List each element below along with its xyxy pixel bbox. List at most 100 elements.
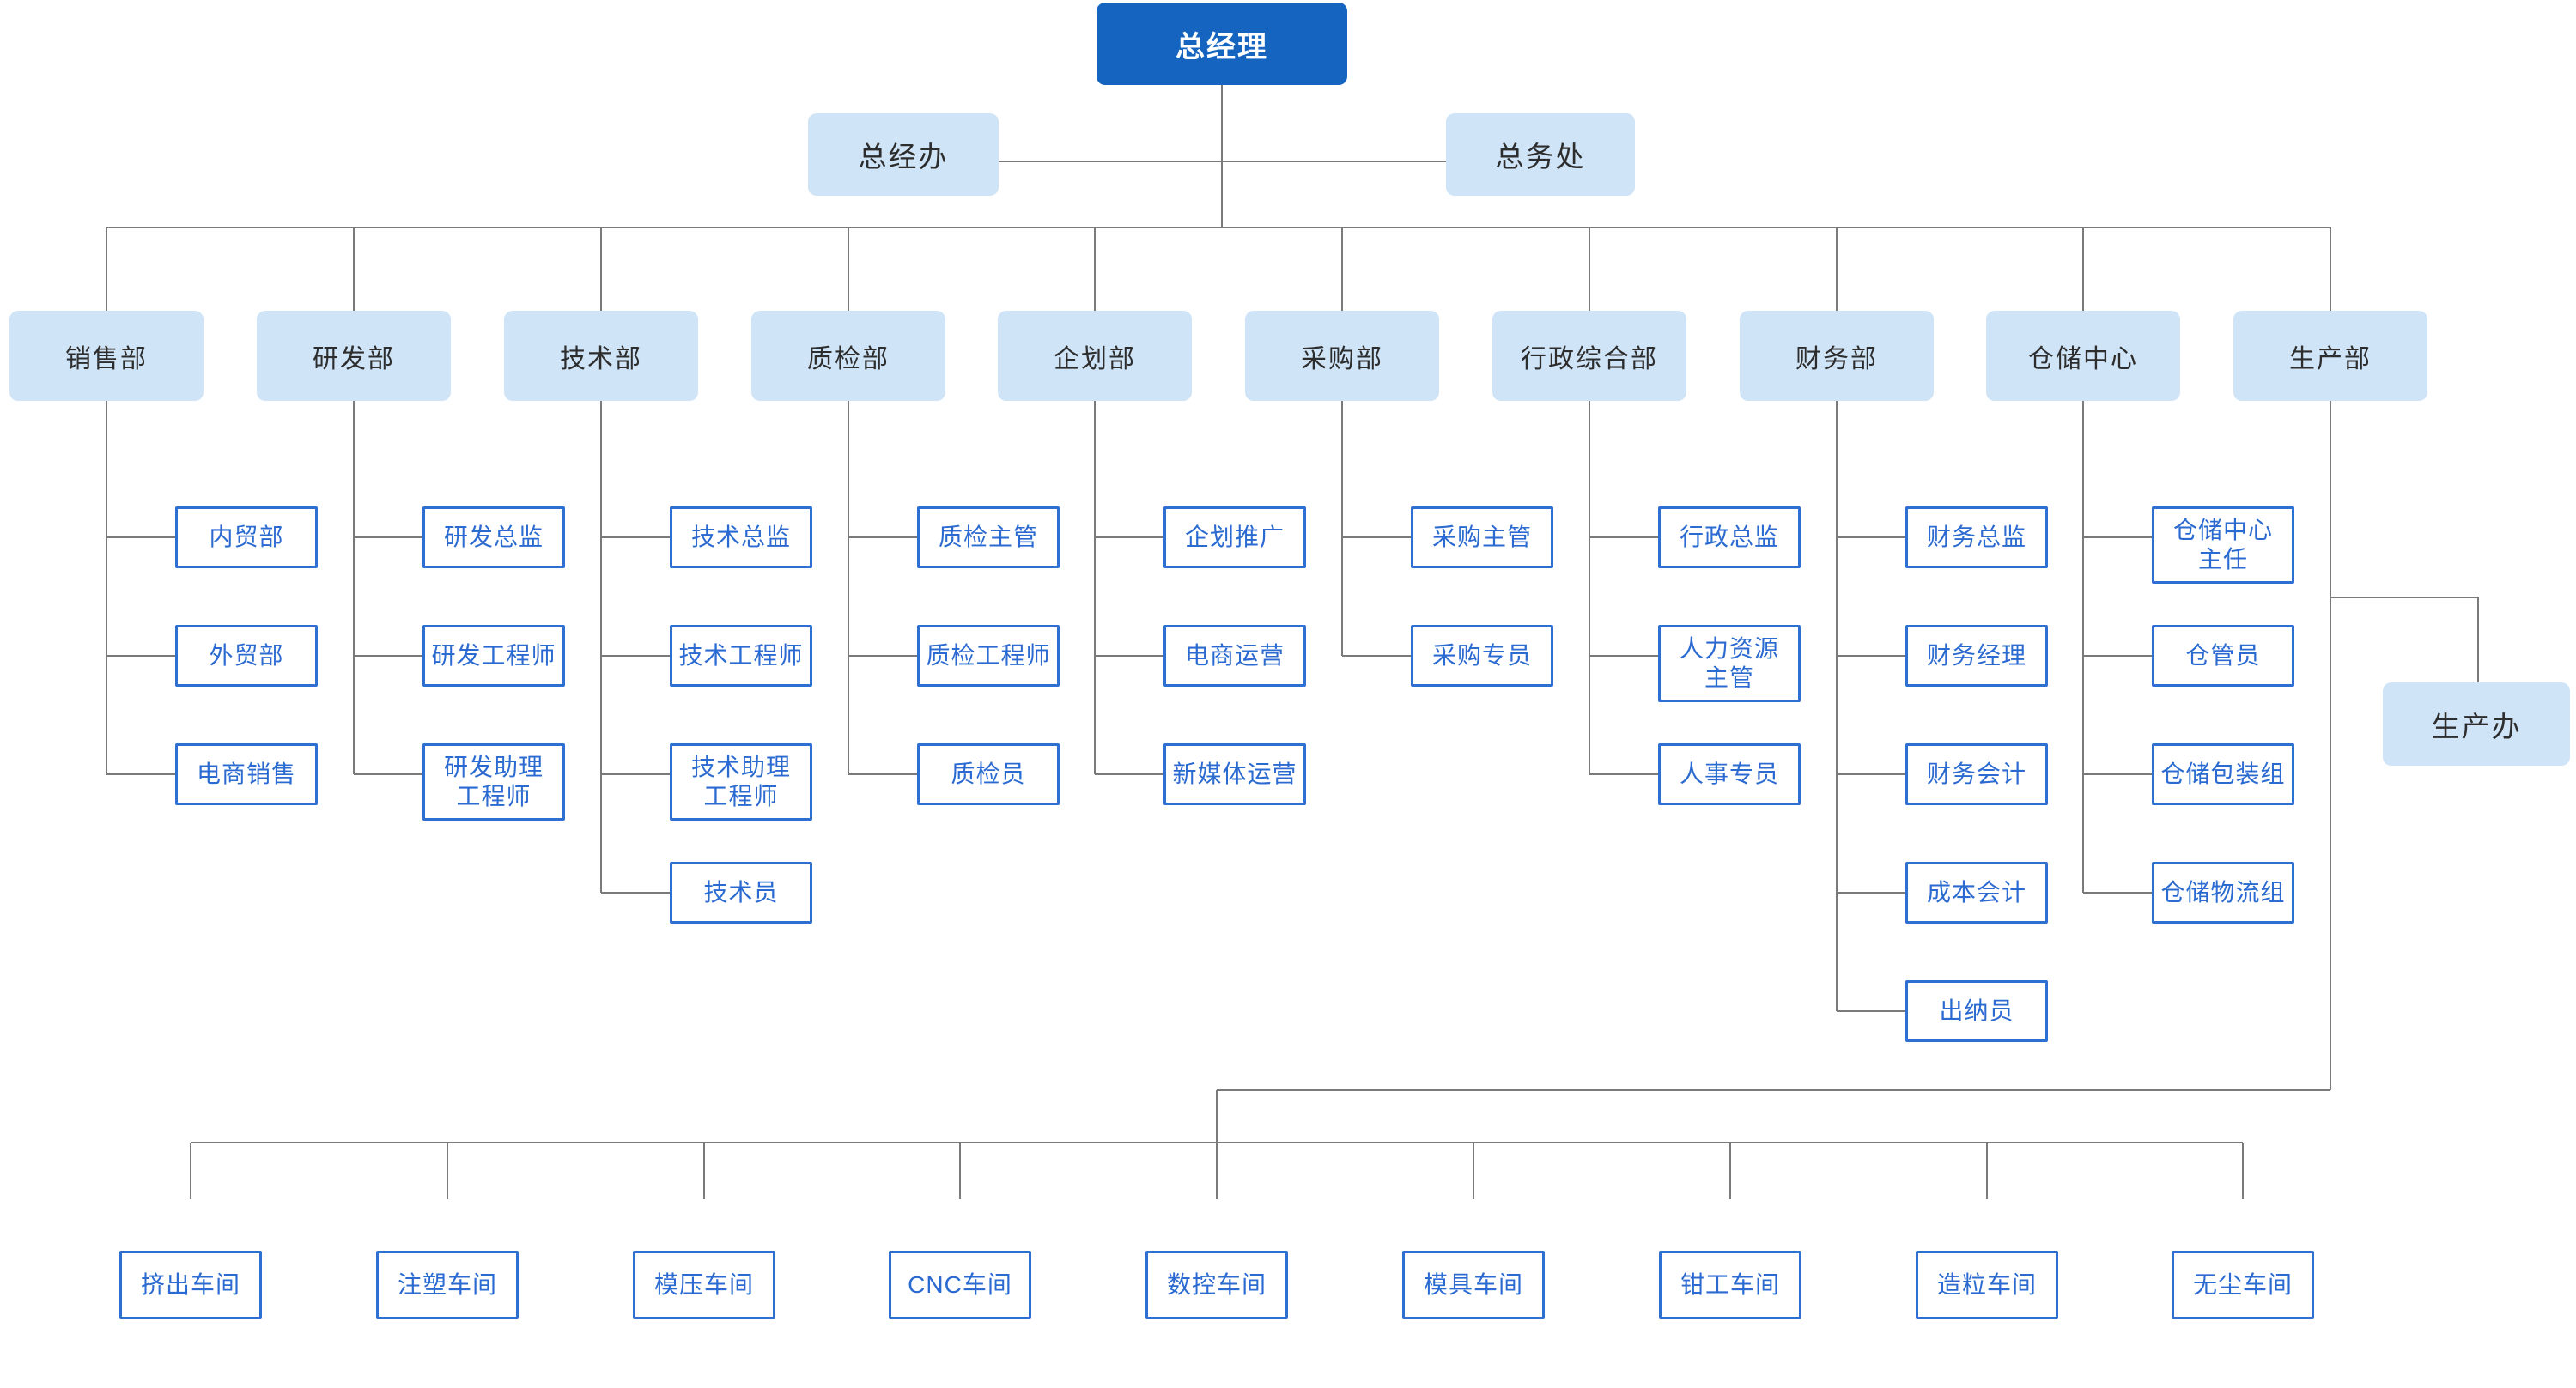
position-node-3-1[interactable]: 质检工程师 xyxy=(917,625,1060,687)
department-node-3-label: 质检部 xyxy=(807,344,890,373)
position-node-4-2-label: 新媒体运营 xyxy=(1172,761,1297,788)
department-node-8[interactable]: 仓储中心 xyxy=(1986,311,2180,401)
department-node-5[interactable]: 采购部 xyxy=(1245,311,1439,401)
root-node[interactable]: 总经理 xyxy=(1097,3,1347,85)
position-node-2-3-label: 技术员 xyxy=(703,879,779,906)
position-node-2-1[interactable]: 技术工程师 xyxy=(670,625,812,687)
position-node-0-1[interactable]: 外贸部 xyxy=(175,625,318,687)
position-node-7-4-label: 出纳员 xyxy=(1939,997,2014,1025)
position-node-3-1-label: 质检工程师 xyxy=(926,642,1051,670)
connector-line xyxy=(848,773,917,775)
position-node-8-0[interactable]: 仓储中心 主任 xyxy=(2152,506,2294,584)
root-node-label: 总经理 xyxy=(1176,30,1268,64)
department-node-9[interactable]: 生产部 xyxy=(2233,311,2427,401)
position-node-8-1[interactable]: 仓管员 xyxy=(2152,625,2294,687)
position-node-6-0-label: 行政总监 xyxy=(1679,524,1779,551)
workshop-node-5[interactable]: 模具车间 xyxy=(1402,1251,1545,1319)
position-node-1-2-label: 研发助理 工程师 xyxy=(443,754,544,809)
connector-line xyxy=(601,892,670,894)
connector-line xyxy=(1837,536,1905,538)
connector-line xyxy=(1341,227,1343,311)
staff-office-node-0[interactable]: 总经办 xyxy=(808,113,999,196)
position-node-2-2[interactable]: 技术助理 工程师 xyxy=(670,743,812,821)
position-node-1-0[interactable]: 研发总监 xyxy=(422,506,565,568)
department-node-7[interactable]: 财务部 xyxy=(1740,311,1934,401)
workshop-node-8[interactable]: 无尘车间 xyxy=(2172,1251,2314,1319)
position-node-4-1[interactable]: 电商运营 xyxy=(1163,625,1306,687)
department-node-0[interactable]: 销售部 xyxy=(9,311,204,401)
position-node-3-2-label: 质检员 xyxy=(951,761,1026,788)
position-node-4-2[interactable]: 新媒体运营 xyxy=(1163,743,1306,805)
production-office-node-label: 生产办 xyxy=(2431,710,2522,742)
production-office-node[interactable]: 生产办 xyxy=(2383,682,2570,766)
department-node-6[interactable]: 行政综合部 xyxy=(1492,311,1686,401)
department-node-2[interactable]: 技术部 xyxy=(504,311,698,401)
position-node-3-0[interactable]: 质检主管 xyxy=(917,506,1060,568)
connector-line xyxy=(959,1143,961,1199)
position-node-7-2[interactable]: 财务会计 xyxy=(1905,743,2048,805)
connector-line xyxy=(601,773,670,775)
connector-line xyxy=(106,773,175,775)
position-node-6-2[interactable]: 人事专员 xyxy=(1658,743,1801,805)
position-node-7-3[interactable]: 成本会计 xyxy=(1905,862,2048,924)
connector-line xyxy=(1216,1090,1218,1143)
position-node-2-3[interactable]: 技术员 xyxy=(670,862,812,924)
workshop-node-1[interactable]: 注塑车间 xyxy=(376,1251,519,1319)
position-node-7-2-label: 财务会计 xyxy=(1926,761,2026,788)
workshop-node-3[interactable]: CNC车间 xyxy=(889,1251,1031,1319)
position-node-6-0[interactable]: 行政总监 xyxy=(1658,506,1801,568)
connector-line xyxy=(353,227,355,311)
connector-line xyxy=(2082,227,2084,311)
department-node-2-label: 技术部 xyxy=(560,344,642,373)
position-node-5-1-label: 采购专员 xyxy=(1431,642,1532,670)
position-node-5-0[interactable]: 采购主管 xyxy=(1411,506,1553,568)
department-node-3[interactable]: 质检部 xyxy=(751,311,945,401)
workshop-node-0[interactable]: 挤出车间 xyxy=(119,1251,262,1319)
position-node-2-2-label: 技术助理 工程师 xyxy=(690,754,791,809)
position-node-1-2[interactable]: 研发助理 工程师 xyxy=(422,743,565,821)
workshop-node-1-label: 注塑车间 xyxy=(397,1271,497,1299)
connector-line xyxy=(1342,655,1411,657)
position-node-7-0[interactable]: 财务总监 xyxy=(1905,506,2048,568)
workshop-node-6[interactable]: 钳工车间 xyxy=(1659,1251,1801,1319)
department-node-8-label: 仓储中心 xyxy=(2028,344,2138,373)
position-node-4-1-label: 电商运营 xyxy=(1184,642,1285,670)
workshop-node-7-label: 造粒车间 xyxy=(1936,1271,2037,1299)
position-node-3-2[interactable]: 质检员 xyxy=(917,743,1060,805)
position-node-7-0-label: 财务总监 xyxy=(1926,524,2026,551)
staff-office-node-1[interactable]: 总务处 xyxy=(1446,113,1635,196)
department-node-1[interactable]: 研发部 xyxy=(257,311,451,401)
department-node-6-label: 行政综合部 xyxy=(1521,344,1658,373)
workshop-node-2-label: 模压车间 xyxy=(653,1271,754,1299)
connector-line xyxy=(1095,655,1163,657)
connector-line xyxy=(106,227,2330,228)
position-node-2-0[interactable]: 技术总监 xyxy=(670,506,812,568)
position-node-7-1[interactable]: 财务经理 xyxy=(1905,625,2048,687)
workshop-node-7[interactable]: 造粒车间 xyxy=(1916,1251,2058,1319)
position-node-5-1[interactable]: 采购专员 xyxy=(1411,625,1553,687)
connector-line xyxy=(2330,597,2478,598)
position-node-6-2-label: 人事专员 xyxy=(1679,761,1779,788)
workshop-node-4[interactable]: 数控车间 xyxy=(1145,1251,1288,1319)
connector-line xyxy=(1589,773,1658,775)
position-node-6-1[interactable]: 人力资源 主管 xyxy=(1658,625,1801,702)
position-node-2-1-label: 技术工程师 xyxy=(678,642,804,670)
department-node-4[interactable]: 企划部 xyxy=(998,311,1192,401)
position-node-8-2[interactable]: 仓储包装组 xyxy=(2152,743,2294,805)
connector-line xyxy=(1589,227,1590,311)
position-node-0-0[interactable]: 内贸部 xyxy=(175,506,318,568)
workshop-node-2[interactable]: 模压车间 xyxy=(633,1251,775,1319)
position-node-8-3[interactable]: 仓储物流组 xyxy=(2152,862,2294,924)
position-node-8-2-label: 仓储包装组 xyxy=(2160,761,2286,788)
connector-line xyxy=(2083,892,2152,894)
connector-line xyxy=(1221,85,1223,227)
position-node-0-2[interactable]: 电商销售 xyxy=(175,743,318,805)
connector-line xyxy=(848,655,917,657)
position-node-4-0[interactable]: 企划推广 xyxy=(1163,506,1306,568)
position-node-7-1-label: 财务经理 xyxy=(1926,642,2026,670)
position-node-8-0-label: 仓储中心 主任 xyxy=(2172,517,2273,573)
position-node-0-0-label: 内贸部 xyxy=(209,524,284,551)
position-node-7-4[interactable]: 出纳员 xyxy=(1905,980,2048,1042)
position-node-1-1[interactable]: 研发工程师 xyxy=(422,625,565,687)
position-node-4-0-label: 企划推广 xyxy=(1184,524,1285,551)
